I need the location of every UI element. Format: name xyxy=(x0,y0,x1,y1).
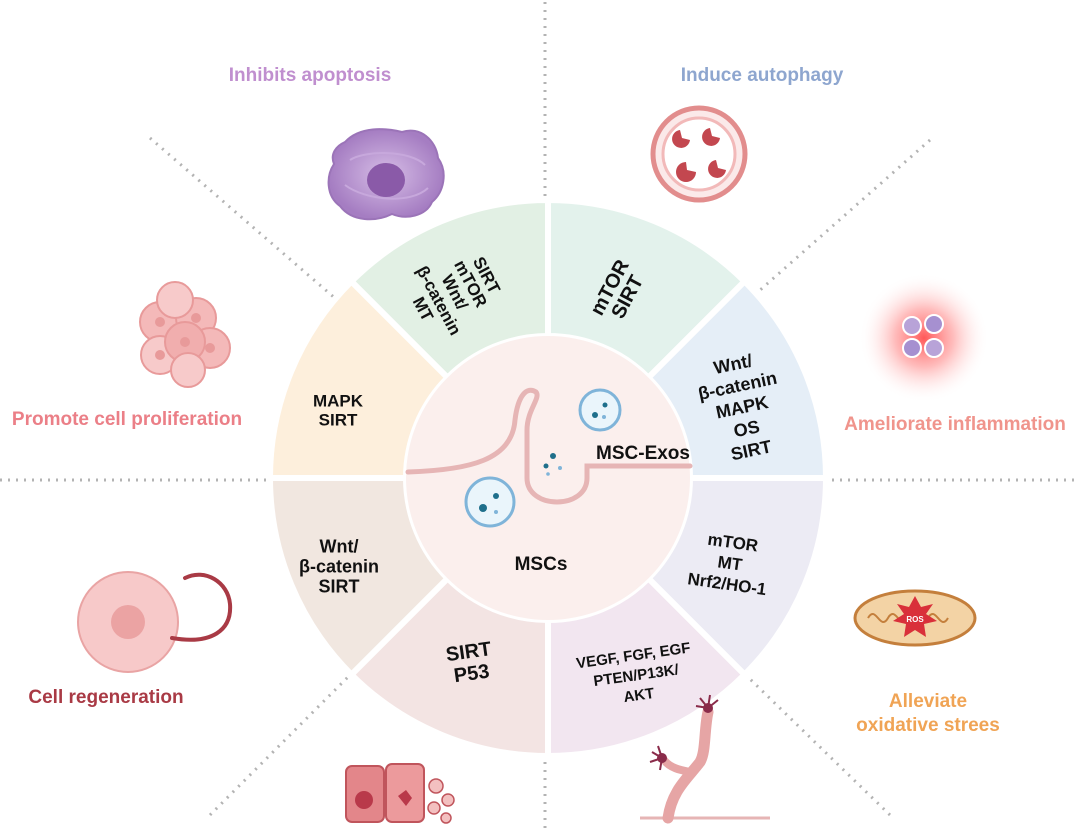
segment-text-line: β-catenin xyxy=(299,556,379,576)
category-label-line: Alleviate xyxy=(888,691,968,712)
category-label-line: Cell regeneration xyxy=(28,687,184,708)
center-circle xyxy=(406,336,690,620)
mitochondrion-icon: ROS xyxy=(853,589,977,647)
category-cell-regeneration: Cell regeneration xyxy=(0,686,212,710)
inflammation-glow-icon xyxy=(859,273,989,403)
segment-text-line: MT xyxy=(716,552,744,574)
segment-text-line: SIRT xyxy=(319,410,358,429)
exosome-cargo-dots xyxy=(543,453,562,476)
angiogenesis-vessel-icon xyxy=(640,694,770,824)
category-label-line: oxidative strees xyxy=(856,714,1000,736)
category-label-line: Induce autophagy xyxy=(680,65,844,86)
ros-label: ROS xyxy=(906,615,924,624)
category-induce-autophagy: Induce autophagy xyxy=(642,64,882,88)
segment-text-line: SIRT xyxy=(318,576,359,596)
category-promote-cell-proliferation: Promote cell proliferation xyxy=(0,408,254,432)
segment-text-line: P53 xyxy=(453,661,491,688)
regenerating-cell-icon xyxy=(77,571,233,673)
exosome-budding-illustration xyxy=(405,387,693,528)
segment-text-line: AKT xyxy=(622,685,655,706)
exosome-vesicle xyxy=(464,476,516,528)
category-label-line: Ameliorate inflammation xyxy=(844,414,1066,435)
msc-exos-label: MSC-Exos xyxy=(596,443,690,464)
segment-text-line: Wnt/ xyxy=(320,536,359,556)
cell-membrane xyxy=(405,387,693,505)
segment-text-line: MAPK xyxy=(313,391,364,410)
category-label-line: Promote cell proliferation xyxy=(11,409,243,430)
category-ameliorate-inflammation: Ameliorate inflammation xyxy=(830,413,1080,437)
exosome-vesicle xyxy=(578,388,622,432)
apoptotic-cell-icon xyxy=(327,128,445,221)
category-label-line: Inhibits apoptosis xyxy=(228,65,392,86)
cell-cluster-icon xyxy=(139,281,231,388)
mscs-label: MSCs xyxy=(515,554,568,575)
autophagosome-icon xyxy=(650,105,748,203)
tissue-cells-icon xyxy=(345,763,455,824)
category-inhibits-apoptosis: Inhibits apoptosis xyxy=(190,64,430,88)
segment-text-bottom-left: SIRTP53 xyxy=(445,638,496,688)
